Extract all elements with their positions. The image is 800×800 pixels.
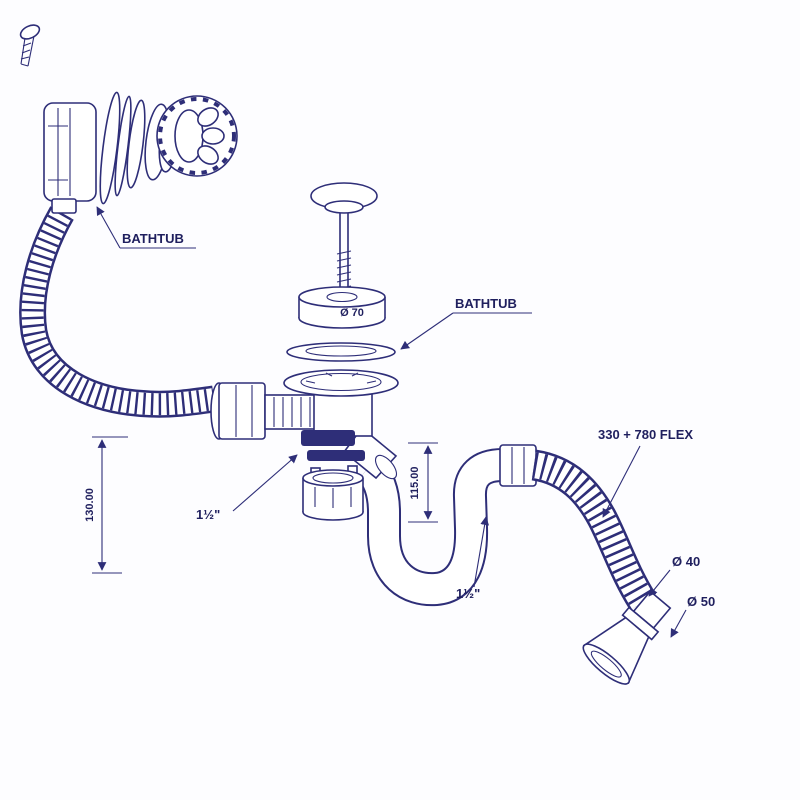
outlet-flex-hose: [530, 449, 657, 611]
rubber-seal-band: [301, 430, 355, 446]
bathtub-drain-label: BATHTUB: [455, 296, 517, 311]
bathtub-overflow-label: BATHTUB: [122, 231, 184, 246]
flex-length-label: 330 + 780 FLEX: [598, 427, 693, 442]
dim-115-label: 115.00: [409, 466, 421, 499]
mounting-screw: [19, 24, 41, 67]
inlet-pipe-nut: [210, 382, 316, 440]
dim-130-label: 130.00: [84, 488, 96, 522]
drain-stopper-assembly: Ø 70: [286, 182, 396, 362]
hose-diameter-40-label: Ø 40: [672, 554, 700, 569]
overflow-assembly: [43, 91, 238, 214]
thread-size-right-label: 1½": [456, 586, 480, 601]
rubber-seal-band-2: [307, 450, 365, 461]
hose-diameter-50-label: Ø 50: [687, 594, 715, 609]
end-cone-fitting: [582, 590, 672, 685]
annotations: BATHTUB BATHTUB 330 + 780 FLEX Ø 40 Ø 50…: [84, 206, 715, 638]
thread-size-left-label: 1½": [196, 507, 220, 522]
overflow-flex-hose: [19, 206, 216, 418]
drain-diameter-label: Ø 70: [340, 307, 364, 319]
trap-compression-nut: [499, 444, 537, 487]
p-trap: [356, 444, 537, 607]
drain-tee-body: [283, 369, 399, 521]
